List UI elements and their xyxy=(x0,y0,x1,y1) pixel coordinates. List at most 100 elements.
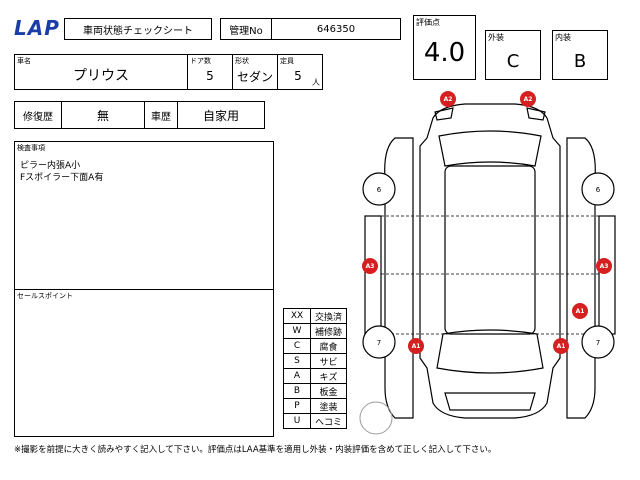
capacity-label: 定員 xyxy=(280,57,294,65)
damage-mark-label: A1 xyxy=(557,343,566,350)
legend-meaning: 板金 xyxy=(310,383,347,399)
doors-label: ドア数 xyxy=(190,57,211,65)
inspection-box: 検査事項 ピラー内張A小 Fスポイラー下面A有 xyxy=(14,141,274,290)
legend-code: B xyxy=(283,383,311,399)
logo-text: LAP xyxy=(14,16,60,40)
car-top-outline xyxy=(419,103,561,419)
score-value: 4.0 xyxy=(423,38,466,68)
inspection-label: 検査事項 xyxy=(17,144,45,152)
score-box: 評価点 4.0 xyxy=(413,15,476,80)
damage-mark xyxy=(596,258,612,274)
door-panel-right xyxy=(598,215,616,335)
tire-front-right xyxy=(581,172,615,206)
kanri-value-text: 646350 xyxy=(316,23,356,35)
interior-box: 内装 B xyxy=(552,30,608,80)
rear-window xyxy=(436,329,544,374)
shape-label: 形状 xyxy=(235,57,249,65)
score-label: 評価点 xyxy=(416,18,440,27)
legend-code: W xyxy=(283,323,311,339)
kanri-value: 646350 xyxy=(271,18,401,40)
damage-mark-label: A3 xyxy=(600,263,609,270)
doors-value: 5 xyxy=(206,69,214,83)
legend-code: U xyxy=(283,413,311,429)
interior-value: B xyxy=(573,50,587,72)
damage-mark-label: A1 xyxy=(576,308,585,315)
damage-mark xyxy=(440,91,456,107)
sheet-title-text: 車両状態チェックシート xyxy=(83,25,193,37)
legend-meaning: ヘコミ xyxy=(310,413,347,429)
legend-code: C xyxy=(283,338,311,354)
legend-meaning: キズ xyxy=(310,368,347,384)
vehicle-name: プリウス xyxy=(73,68,129,84)
headlight-left xyxy=(434,107,454,121)
footer-note: ※撮影を前提に大きく読みやすく記入して下さい。評価点はLAA基準を適用し外装・内… xyxy=(14,445,497,455)
sales-label: セールスポイント xyxy=(17,292,73,300)
damage-mark xyxy=(572,303,588,319)
front-windshield xyxy=(438,130,542,167)
repair-value-text: 無 xyxy=(96,108,109,123)
legend-meaning: 補修跡 xyxy=(310,323,347,339)
legend-code: S xyxy=(283,353,311,369)
damage-mark xyxy=(520,91,536,107)
legend-code: A xyxy=(283,368,311,384)
damage-mark xyxy=(553,338,569,354)
doors-cell: ドア数 5 xyxy=(187,54,233,90)
capacity-value: 5 xyxy=(294,69,302,83)
car-diagram: 6 6 7 7 A2 A2 A3 A3 A1 A1 A1 xyxy=(359,91,616,435)
vehicle-name-cell: 車名 プリウス xyxy=(14,54,188,90)
tire-front-left xyxy=(362,172,396,206)
legend-meaning: 交換済 xyxy=(310,308,347,324)
damage-mark xyxy=(362,258,378,274)
exterior-box: 外装 C xyxy=(485,30,541,80)
tire-label: 7 xyxy=(377,339,381,347)
kanri-label: 管理No xyxy=(220,18,272,40)
repair-value: 無 xyxy=(61,101,145,129)
kanri-label-text: 管理No xyxy=(229,25,263,37)
headlight-right xyxy=(526,107,546,121)
car-side-left xyxy=(384,137,414,419)
usage-value: 自家用 xyxy=(177,101,265,129)
damage-mark-label: A2 xyxy=(444,96,453,103)
shape-value: セダン xyxy=(236,69,273,84)
damage-mark xyxy=(408,338,424,354)
tire-label: 7 xyxy=(596,339,600,347)
inspection-line: ピラー内張A小 xyxy=(20,161,81,171)
vehicle-name-label: 車名 xyxy=(17,57,31,65)
exterior-label: 外装 xyxy=(488,33,504,42)
tire-rear-right xyxy=(581,325,615,359)
logo: LAP xyxy=(14,16,64,40)
tire-label: 6 xyxy=(377,186,382,194)
door-panel-left xyxy=(364,215,382,335)
repair-label: 修復歴 xyxy=(14,101,62,129)
legend-meaning: 腐食 xyxy=(310,338,347,354)
damage-mark-label: A3 xyxy=(366,263,375,270)
sheet-title: 車両状態チェックシート xyxy=(64,18,212,40)
spare-tire xyxy=(359,401,393,435)
rear-bumper xyxy=(444,392,536,411)
capacity-cell: 定員 5 人 xyxy=(277,54,323,90)
usage-label: 車歴 xyxy=(144,101,178,129)
exterior-value: C xyxy=(506,50,520,72)
interior-label: 内装 xyxy=(555,33,571,42)
tire-rear-left xyxy=(362,325,396,359)
repair-label-text: 修復歴 xyxy=(23,111,53,123)
inspection-line: Fスポイラー下面A有 xyxy=(20,173,104,183)
legend-code: P xyxy=(283,398,311,414)
shape-cell: 形状 セダン xyxy=(232,54,278,90)
legend-code: XX xyxy=(283,308,311,324)
usage-value-text: 自家用 xyxy=(202,108,239,123)
roof xyxy=(444,165,536,335)
legend-meaning: サビ xyxy=(310,353,347,369)
tire-label: 6 xyxy=(596,186,601,194)
car-side-right xyxy=(566,137,596,419)
legend-meaning: 塗装 xyxy=(310,398,347,414)
